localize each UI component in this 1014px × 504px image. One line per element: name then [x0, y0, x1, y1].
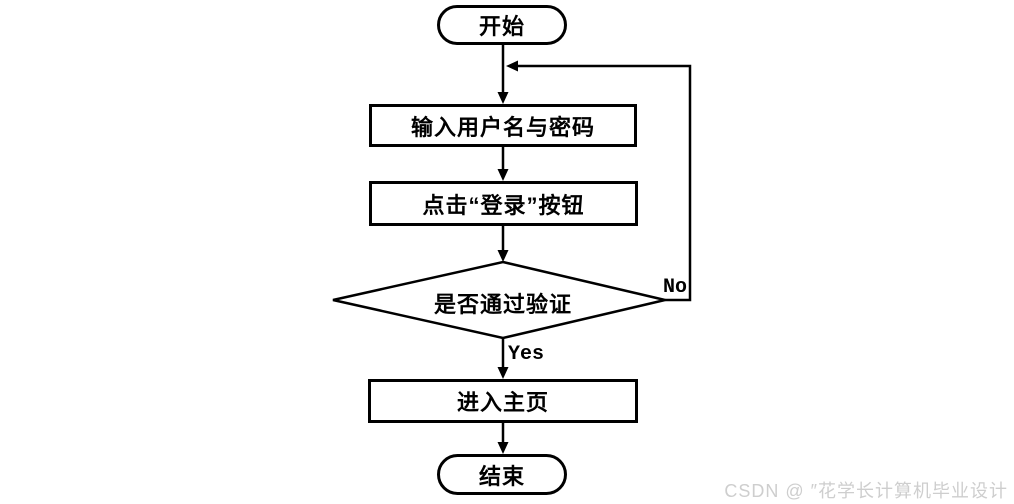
process-input-credentials: 输入用户名与密码 — [369, 104, 637, 147]
process-click-login-label: 点击“登录”按钮 — [422, 192, 585, 218]
arrowhead-down-icon — [497, 367, 509, 379]
process-enter-home: 进入主页 — [368, 379, 638, 423]
process-click-login: 点击“登录”按钮 — [369, 181, 638, 226]
arrowhead-left-icon — [506, 60, 518, 72]
edge-label-yes: Yes — [508, 343, 545, 366]
arrowhead-down-icon — [497, 442, 509, 454]
edge-label-no: No — [663, 276, 688, 299]
start-node-label: 开始 — [478, 14, 525, 39]
end-node: 结束 — [437, 454, 567, 495]
start-node: 开始 — [437, 5, 567, 45]
end-node-label: 结束 — [478, 463, 525, 489]
process-enter-home-label: 进入主页 — [456, 390, 549, 415]
edge-no-loopback — [517, 64, 692, 302]
decision-verify-label: 是否通过验证 — [433, 292, 572, 317]
watermark: CSDN @ ″花学长计算机毕业设计 — [724, 481, 1008, 501]
arrowhead-down-icon — [497, 250, 509, 262]
arrowhead-down-icon — [497, 169, 509, 181]
process-input-credentials-label: 输入用户名与密码 — [410, 114, 595, 140]
arrowhead-down-icon — [497, 92, 509, 104]
